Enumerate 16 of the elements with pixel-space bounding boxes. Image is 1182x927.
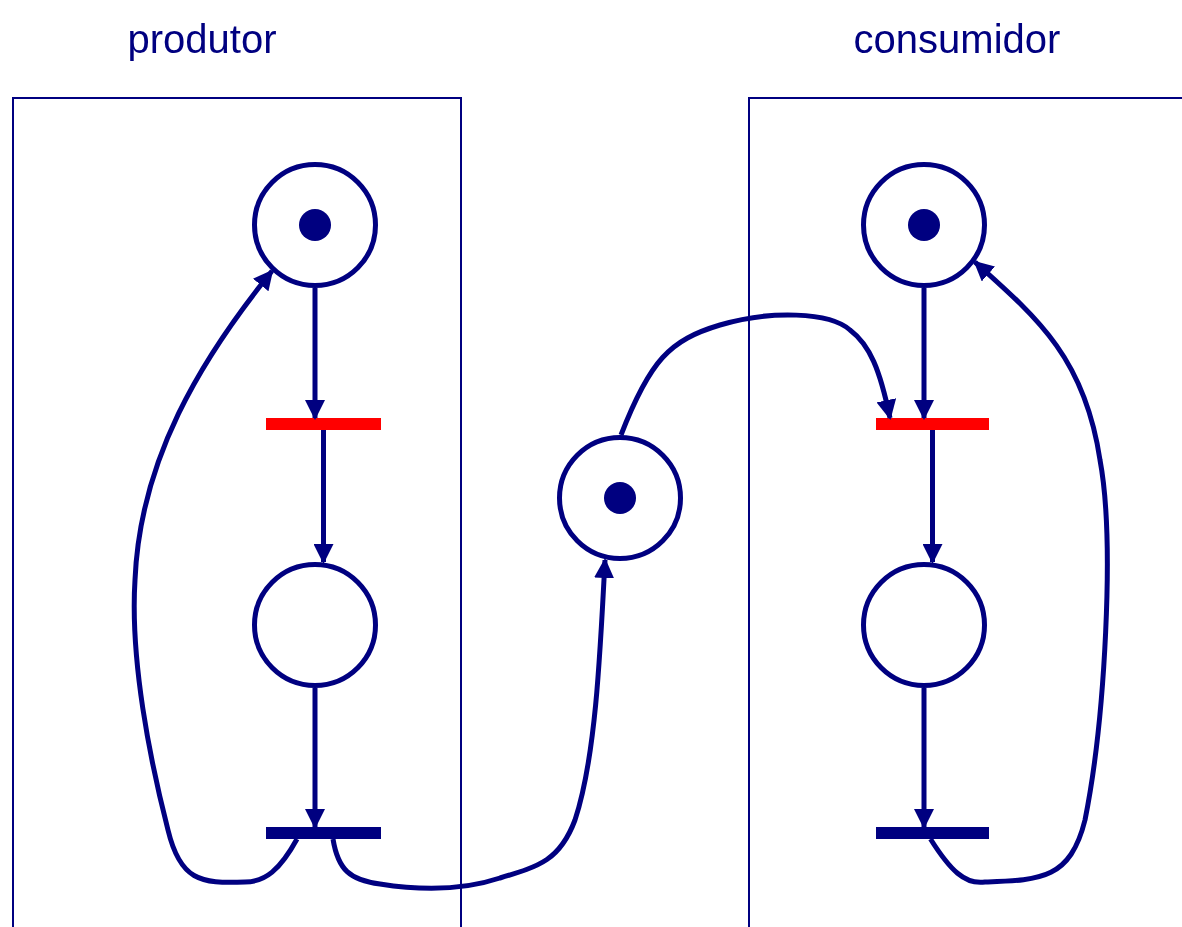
transition-bar: [876, 827, 989, 839]
group-heading: produtor: [126, 17, 278, 62]
transition-bar: [266, 418, 381, 430]
arc-arrow: [305, 688, 325, 829]
arc-arrow: [928, 260, 1110, 885]
arc-arrow: [330, 558, 615, 891]
arc-arrow: [618, 312, 896, 436]
arc-arrow: [922, 430, 943, 564]
arc-arrow: [914, 688, 934, 829]
arc-arrow: [914, 288, 934, 420]
arc-arrow: [131, 269, 300, 885]
transition-bar: [876, 418, 989, 430]
group-heading: consumidor: [852, 17, 1062, 62]
arc-arrow: [305, 288, 325, 420]
arc-arrow: [313, 430, 334, 564]
transition-bar: [266, 827, 381, 839]
